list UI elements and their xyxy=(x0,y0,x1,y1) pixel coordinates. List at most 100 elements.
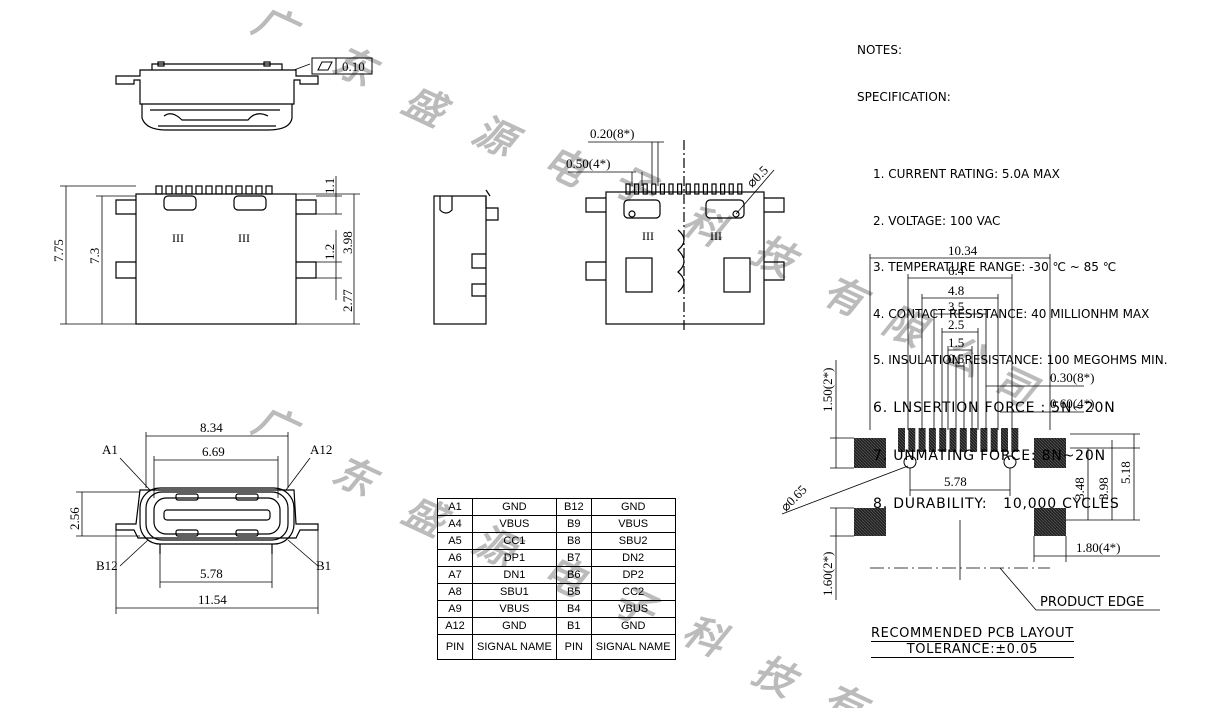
dim-pad-0-60: 0.60(4*) xyxy=(1050,396,1094,411)
signal-cell: SBU2 xyxy=(590,532,676,550)
signal-cell: CC1 xyxy=(472,532,557,550)
spec-item: 2. VOLTAGE: 100 VAC xyxy=(873,213,1001,228)
pin-cell: A9 xyxy=(437,600,473,618)
label-a12: A12 xyxy=(310,442,332,457)
contact-pin xyxy=(711,183,717,195)
pcb-width-label: 3.5 xyxy=(948,299,964,314)
contact-pin xyxy=(685,183,691,195)
watermark-char: 技 xyxy=(746,647,806,708)
label-b12: B12 xyxy=(96,558,118,573)
dim-6-69: 6.69 xyxy=(202,444,225,459)
contact-pin xyxy=(702,183,709,195)
contact-pin xyxy=(625,183,631,195)
contact-pin xyxy=(737,183,743,195)
watermark-char: 科 xyxy=(676,607,734,667)
label-a1: A1 xyxy=(102,442,118,457)
contact-pin xyxy=(195,185,203,195)
pcb-width-label: 4.8 xyxy=(948,283,964,298)
pin-cell: A1 xyxy=(437,498,473,516)
front-view-dims xyxy=(60,176,360,325)
pcb-layout xyxy=(854,428,1066,536)
watermark-char: 广 xyxy=(246,0,307,59)
dim-1-50: 1.50(2*) xyxy=(820,368,835,412)
contact-pin xyxy=(728,183,734,195)
pcb-pad xyxy=(980,428,988,452)
pin-cell: B7 xyxy=(555,549,592,567)
dim-span-5-78: 5.78 xyxy=(944,474,967,489)
pcb-pad xyxy=(908,428,916,452)
pin-cell: B9 xyxy=(555,515,592,533)
dim-5-78: 5.78 xyxy=(200,566,223,581)
pcb-pad xyxy=(939,428,947,452)
contact-pin xyxy=(165,185,173,195)
contact-pin xyxy=(185,185,193,195)
footer-cell: PIN xyxy=(555,634,592,660)
signal-cell: GND xyxy=(472,498,557,516)
signal-cell: VBUS xyxy=(472,600,557,618)
spec-item: 1. CURRENT RATING: 5.0A MAX xyxy=(873,167,1060,181)
contact-pin xyxy=(642,183,648,195)
front-view: III III xyxy=(115,185,317,325)
pcb-pad xyxy=(990,428,998,452)
dim-hole-0-5: ⌀0.5 xyxy=(744,162,772,190)
pin-cell: B1 xyxy=(555,617,592,635)
flatness-value: 0.10 xyxy=(342,59,365,74)
pin-cell: A6 xyxy=(437,549,473,567)
section-view: III III xyxy=(585,140,785,330)
contact-pin xyxy=(215,185,223,195)
side-view xyxy=(433,189,499,325)
spec-item: 6. LNSERTION FORCE : 5N~20N xyxy=(873,399,1116,416)
signal-cell: SBU1 xyxy=(472,583,557,601)
contact-pin xyxy=(651,183,657,195)
contact-pin xyxy=(255,185,263,195)
dim-1-2: 1.2 xyxy=(322,244,337,260)
spec-item: 3. TEMPERATURE RANGE: -30 ℃ ~ 85 ℃ xyxy=(873,260,1117,274)
pin-cell: B4 xyxy=(555,600,592,618)
contact-pin xyxy=(694,183,700,195)
pcb-pad xyxy=(959,428,967,452)
pin-cell: A8 xyxy=(437,583,473,601)
watermark-char: 广 xyxy=(246,397,307,458)
end-view xyxy=(115,487,319,554)
signal-cell: DN1 xyxy=(472,566,557,584)
svg-text:III: III xyxy=(172,231,184,245)
signal-cell: VBUS xyxy=(590,600,676,618)
contact-pin xyxy=(633,183,640,195)
pcb-pad xyxy=(1001,428,1008,452)
notes-panel: NOTES: SPECIFICATION: 1. CURRENT RATING:… xyxy=(857,12,1168,559)
svg-text:III: III xyxy=(238,231,250,245)
dim-2-77: 2.77 xyxy=(340,289,355,312)
contact-pin xyxy=(175,185,183,195)
contact-pin xyxy=(265,185,273,195)
svg-text:III: III xyxy=(710,229,722,243)
pcb-pad xyxy=(970,428,978,452)
contact-pin xyxy=(155,185,163,195)
pcb-pad xyxy=(949,428,957,452)
spec-item: 5. INSULATION RESISTANCE: 100 MEGOHMS MI… xyxy=(873,353,1168,367)
signal-cell: DN2 xyxy=(590,549,676,567)
signal-cell: GND xyxy=(590,617,676,635)
watermark-char: 技 xyxy=(746,227,806,288)
notes-subtitle: SPECIFICATION: xyxy=(857,89,951,104)
signal-cell: DP1 xyxy=(472,549,557,567)
pcb-width-label: 10.34 xyxy=(948,243,978,258)
pcb-pad xyxy=(1011,428,1019,452)
spec-list: 1. CURRENT RATING: 5.0A MAX 2. VOLTAGE: … xyxy=(857,136,1168,544)
pcb-tolerance: TOLERANCE:±0.05 xyxy=(871,642,1074,658)
dim-7-75: 7.75 xyxy=(51,239,66,262)
pcb-pad xyxy=(918,428,926,452)
dim-3-98-pcb: 3.98 xyxy=(1096,477,1111,500)
contact-pin xyxy=(668,183,674,195)
signal-cell: CC2 xyxy=(590,583,676,601)
spec-item: 7. UNMATING FORCE: 8N~20N xyxy=(873,447,1106,464)
dim-pad-0-30: 0.30(8*) xyxy=(1050,370,1094,385)
pin-cell: B6 xyxy=(555,566,592,584)
dim-1-60: 1.60(2*) xyxy=(820,552,835,596)
pin-cell: A7 xyxy=(437,566,473,584)
footer-cell: SIGNAL NAME xyxy=(472,634,557,660)
